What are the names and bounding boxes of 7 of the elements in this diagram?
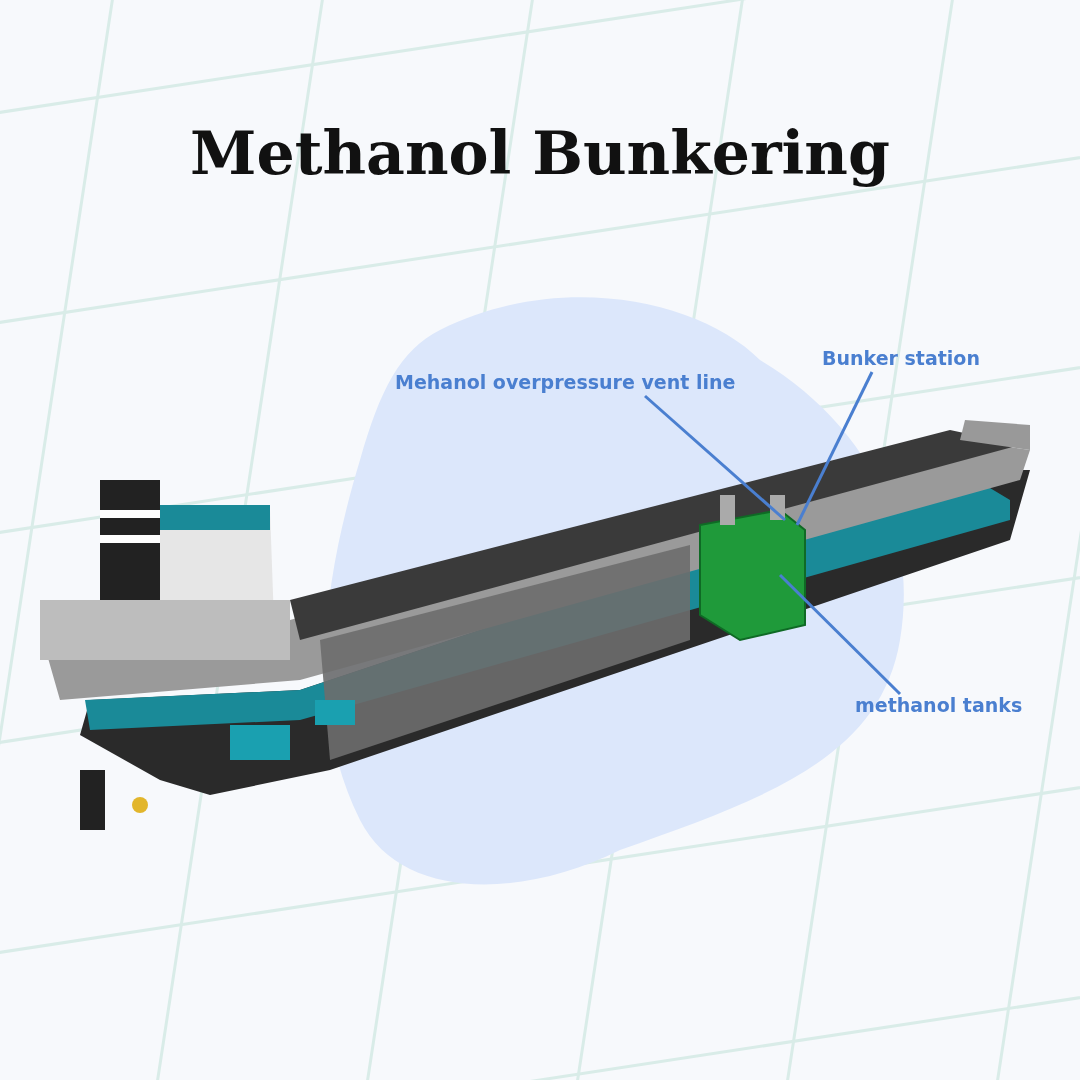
leader-line [778,573,902,696]
callout-label: methanol tanks [855,694,1023,716]
callout-label: Bunker station [822,347,980,369]
title: Methanol Bunkering [189,118,891,188]
callout-label: Mehanol overpressure vent line [395,371,736,393]
leader-line [795,371,874,526]
leader-line [644,394,786,522]
